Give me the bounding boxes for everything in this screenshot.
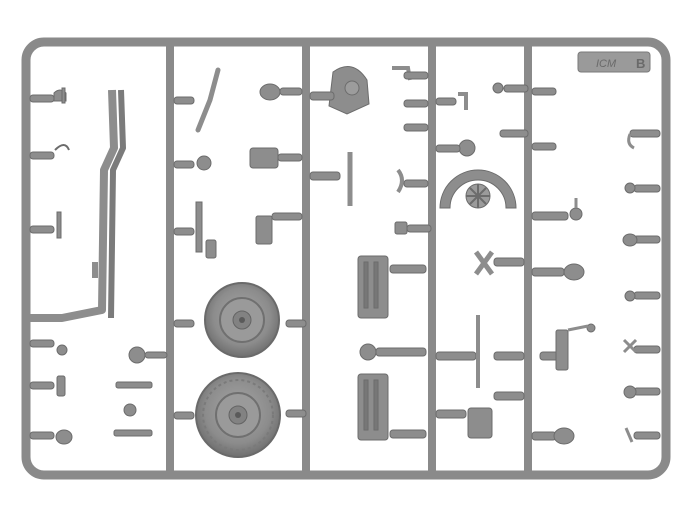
sprue-dividers xyxy=(166,40,532,477)
column-3-parts xyxy=(309,66,432,441)
logo-tab: ICM B xyxy=(577,51,651,73)
logo-text: ICM xyxy=(596,58,617,70)
column-1-parts xyxy=(29,87,168,445)
wheel-lower xyxy=(195,372,281,458)
column-4-parts xyxy=(435,92,525,439)
sprue-frame xyxy=(21,37,671,480)
exhaust-pipe xyxy=(30,89,126,322)
sprue-letter: B xyxy=(636,56,645,71)
column-5-parts xyxy=(492,82,661,445)
wheel-upper xyxy=(204,282,280,358)
column-2-parts xyxy=(173,67,307,420)
